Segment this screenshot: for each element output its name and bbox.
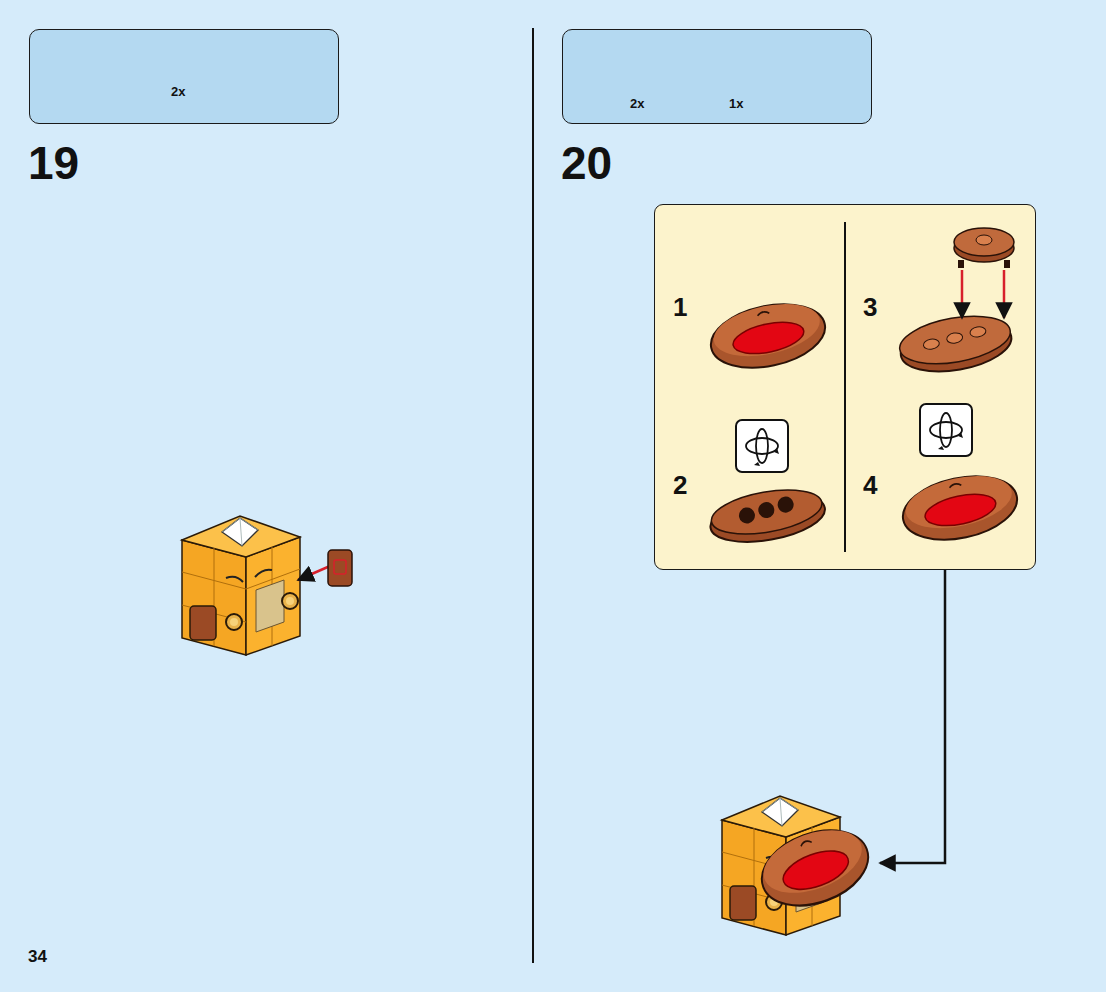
substep-number: 1	[673, 294, 687, 320]
part-quantity: 2x	[630, 97, 644, 110]
callout-box: 1 2 3 4	[654, 204, 1036, 570]
parts-box: 2x	[29, 29, 339, 124]
parts-box: 2x 1x	[562, 29, 872, 124]
part-quantity: 1x	[729, 97, 743, 110]
part-quantity: 2x	[171, 85, 185, 98]
page-number: 34	[28, 948, 47, 965]
step-number: 20	[561, 140, 612, 186]
substep-number: 2	[673, 472, 687, 498]
substep-number: 3	[863, 294, 877, 320]
step-number: 19	[28, 140, 79, 186]
substep-number: 4	[863, 472, 877, 498]
